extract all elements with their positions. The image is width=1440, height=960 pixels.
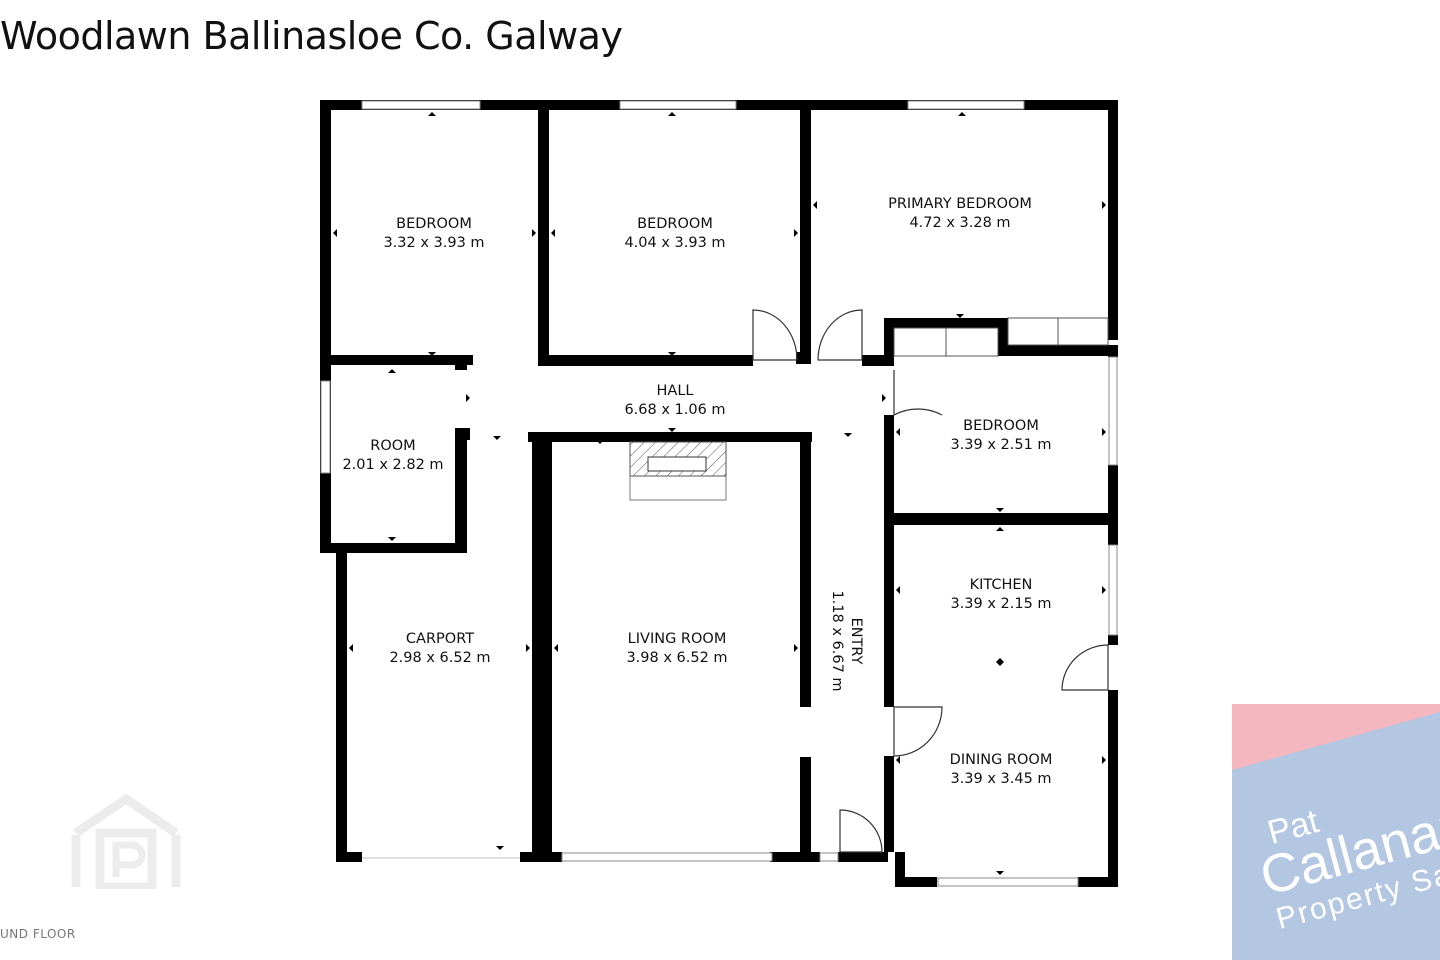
watermark-house-logo [71, 793, 181, 889]
room-dims-primary-bedroom: 4.72 x 3.28 m [909, 215, 1010, 231]
room-name-dining-room: DINING ROOM [950, 752, 1053, 768]
room-dims-carport: 2.98 x 6.52 m [389, 650, 490, 666]
room-name-carport: CARPORT [406, 631, 474, 647]
room-name-hall: HALL [657, 383, 694, 399]
room-name-bedroom-1: BEDROOM [396, 216, 472, 232]
fireplace [629, 441, 727, 501]
room-dims-hall: 6.68 x 1.06 m [624, 402, 725, 418]
floor-label: UND FLOOR [0, 927, 76, 941]
dimension-ticks [333, 112, 1106, 875]
room-dims-kitchen: 3.39 x 2.15 m [950, 596, 1051, 612]
page-title: Woodlawn Ballinasloe Co. Galway [0, 14, 623, 58]
room-name-entry: ENTRY [848, 618, 864, 665]
room-name-living-room: LIVING ROOM [628, 631, 727, 647]
closet-units [893, 317, 1109, 357]
room-dims-dining-room: 3.39 x 3.45 m [950, 771, 1051, 787]
room-name-bedroom-2: BEDROOM [637, 216, 713, 232]
agent-logo: Pat Callanan Property Sales [1232, 704, 1440, 960]
windows [320, 100, 1118, 887]
room-dims-entry: 1.18 x 6.67 m [829, 590, 845, 691]
room-name-kitchen: KITCHEN [970, 577, 1033, 593]
room-dims-living-room: 3.98 x 6.52 m [626, 650, 727, 666]
room-labels: BEDROOM 3.32 x 3.93 m BEDROOM 4.04 x 3.9… [342, 196, 1052, 787]
room-name-bedroom-3: BEDROOM [963, 418, 1039, 434]
room-name-primary-bedroom: PRIMARY BEDROOM [888, 196, 1032, 212]
doors [752, 309, 1109, 853]
room-dims-room: 2.01 x 2.82 m [342, 457, 443, 473]
room-dims-bedroom-2: 4.04 x 3.93 m [624, 235, 725, 251]
room-dims-bedroom-3: 3.39 x 2.51 m [950, 437, 1051, 453]
room-name-room: ROOM [370, 438, 415, 454]
room-dims-bedroom-1: 3.32 x 3.93 m [383, 235, 484, 251]
agent-logo-graphic: Pat Callanan Property Sales [1232, 704, 1440, 960]
